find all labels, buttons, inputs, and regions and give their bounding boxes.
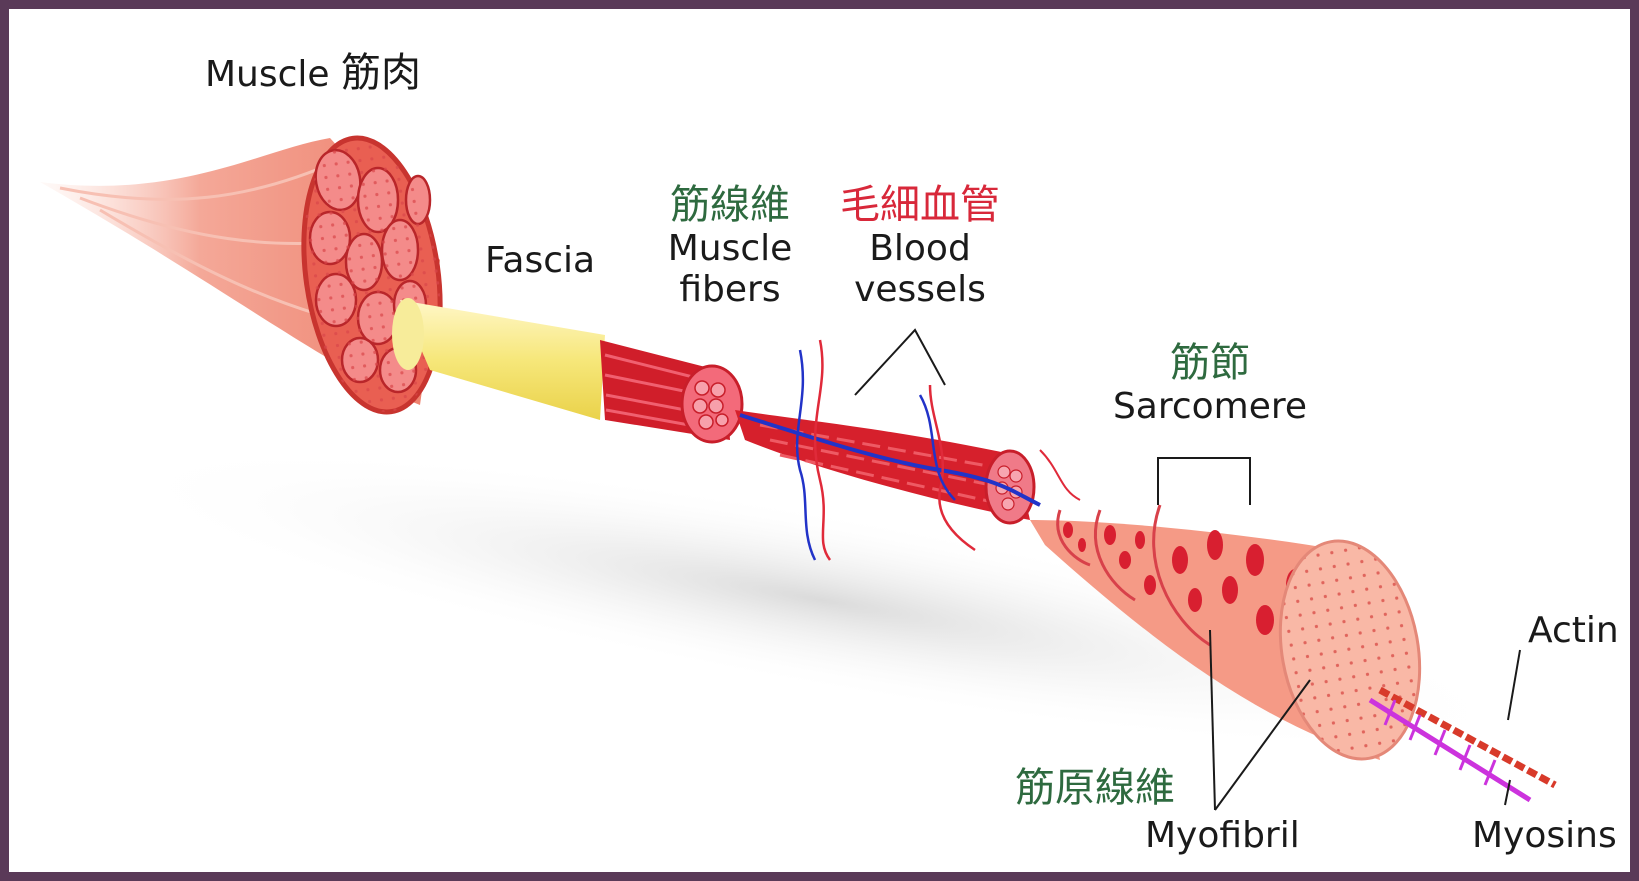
blood-vessels-label-cn: 毛細血管 <box>820 182 1020 228</box>
blood-vessels-label-en-2: vessels <box>820 269 1020 310</box>
muscle-fiber-bundle <box>600 340 742 442</box>
muscle-illustration <box>40 129 457 421</box>
muscle-fibers-label-cn: 筋線維 <box>650 182 810 228</box>
muscle-label: Muscle 筋肉 <box>205 50 421 96</box>
myosins-label: Myosins <box>1472 815 1617 856</box>
muscle-label-cn: 筋肉 <box>341 50 421 96</box>
actin-label: Actin <box>1528 610 1619 651</box>
muscle-fibers-label-en-2: fibers <box>650 269 810 310</box>
muscle-fibers-label: 筋線維 Muscle fibers <box>650 182 810 311</box>
sarcomere-label: 筋節 Sarcomere <box>1100 340 1320 427</box>
myofibril-label-en: Myofibril <box>1145 815 1300 856</box>
muscle-label-en: Muscle <box>205 54 330 95</box>
sarcomere-label-cn: 筋節 <box>1100 340 1320 386</box>
sarcomere-label-en: Sarcomere <box>1100 386 1320 427</box>
blood-vessels-label-en-1: Blood <box>820 228 1020 269</box>
fascia-label: Fascia <box>485 240 595 281</box>
blood-vessels-label: 毛細血管 Blood vessels <box>820 182 1020 311</box>
muscle-fibers-label-en-1: Muscle <box>650 228 810 269</box>
myofibril-label-cn: 筋原線維 <box>1015 765 1175 811</box>
